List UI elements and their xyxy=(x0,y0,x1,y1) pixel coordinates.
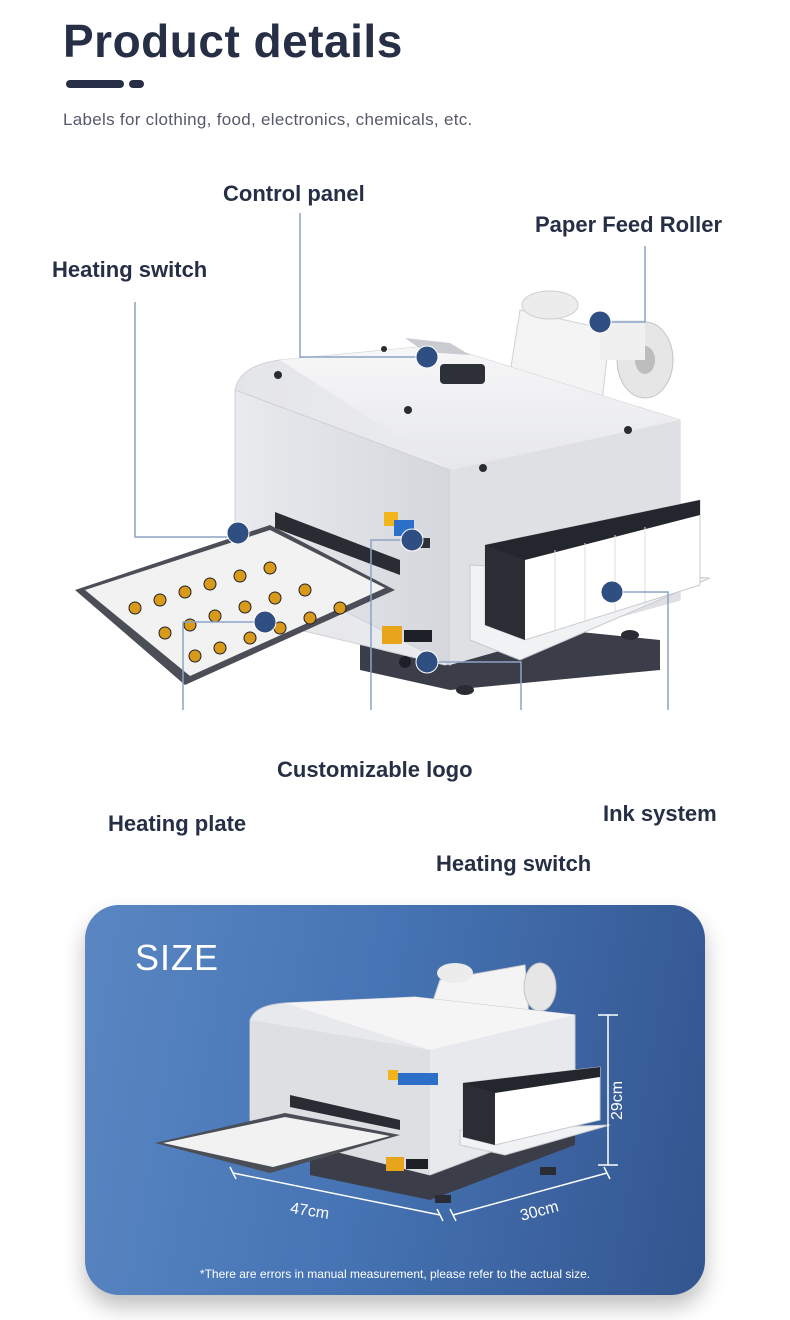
size-panel: SIZE xyxy=(85,905,705,1295)
title-underline xyxy=(66,80,124,88)
page-subtitle: Labels for clothing, food, electronics, … xyxy=(63,110,473,129)
control-panel-marker xyxy=(415,345,439,369)
dimension-height: 29cm xyxy=(609,1080,626,1120)
label-heating-switch-left: Heating switch xyxy=(52,257,208,282)
label-customizable-logo: Customizable logo xyxy=(277,757,473,782)
paper-feed-roller-marker xyxy=(588,310,612,334)
measurement-note: *There are errors in manual measurement,… xyxy=(199,1267,591,1281)
page-title: Product details xyxy=(63,15,403,67)
ink-system-marker xyxy=(600,580,624,604)
title-underline-dot xyxy=(129,80,144,88)
customizable-logo-marker xyxy=(400,528,424,552)
label-heating-switch-bottom: Heating switch xyxy=(436,851,592,876)
heating-plate-marker xyxy=(253,610,277,634)
size-illustration xyxy=(155,962,618,1222)
label-control-panel: Control panel xyxy=(223,181,365,206)
size-title: SIZE xyxy=(135,937,220,978)
label-paper-feed-roller: Paper Feed Roller xyxy=(535,212,723,237)
printer-illustration xyxy=(75,213,711,710)
heating-switch-bottom-marker xyxy=(415,650,439,674)
label-ink-system: Ink system xyxy=(603,801,717,826)
label-heating-plate: Heating plate xyxy=(108,811,247,836)
heating-switch-left-marker xyxy=(226,521,250,545)
